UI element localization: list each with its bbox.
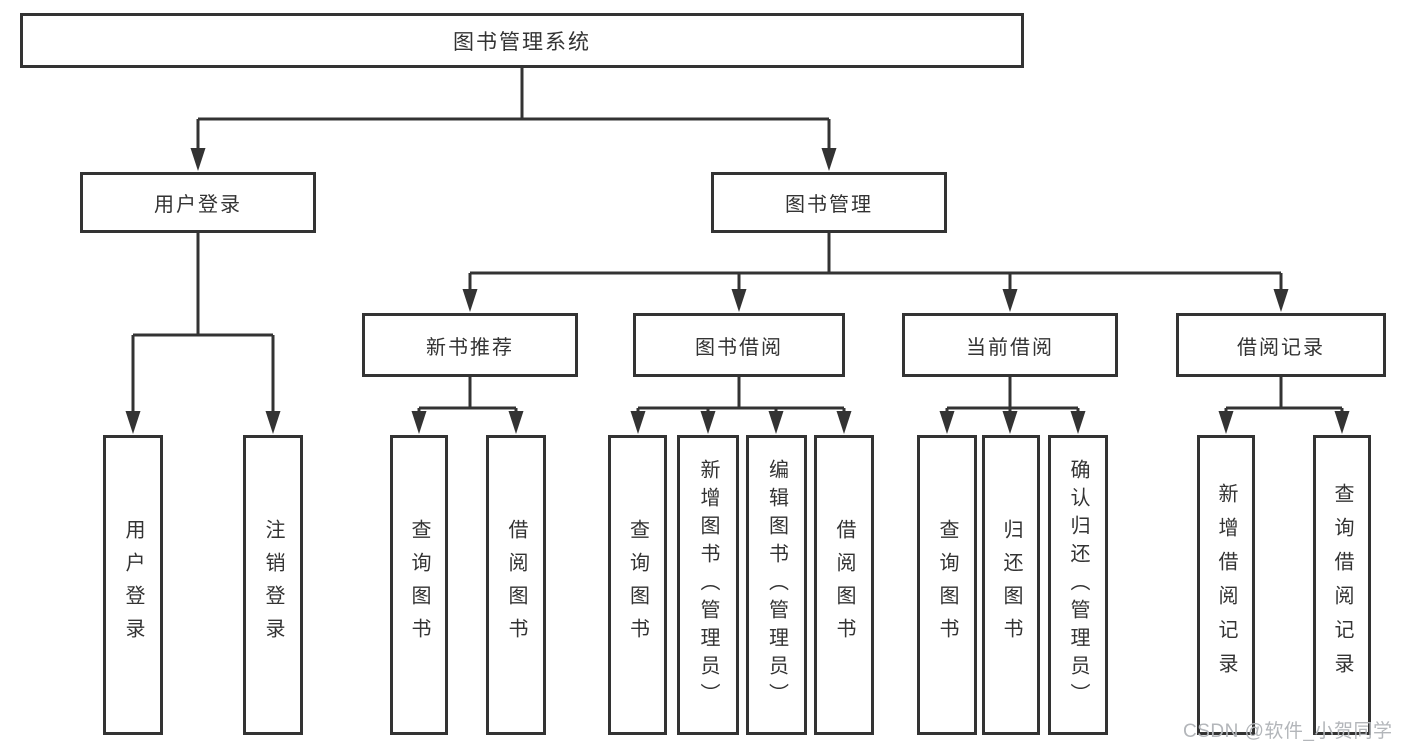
csdn-watermark: CSDN @软件_小贺同学	[1183, 721, 1393, 742]
leaf-add-books-admin: 新增图书（管理员）	[677, 435, 739, 735]
node-user-login: 用户登录	[80, 172, 316, 233]
leaf-borrow-query-books: 查询图书	[608, 435, 667, 735]
node-current-borrowing: 当前借阅	[902, 313, 1118, 377]
leaf-confirm-return-admin: 确认归还（管理员）	[1048, 435, 1108, 735]
leaf-query-borrow-record: 查询借阅记录	[1313, 435, 1371, 735]
node-book-management: 图书管理	[711, 172, 947, 233]
leaf-user-login: 用户登录	[103, 435, 163, 735]
leaf-return-books: 归还图书	[982, 435, 1040, 735]
node-borrowing-records: 借阅记录	[1176, 313, 1386, 377]
node-new-book-recommendation: 新书推荐	[362, 313, 578, 377]
leaf-newbook-query-books: 查询图书	[390, 435, 448, 735]
leaf-edit-books-admin: 编辑图书（管理员）	[746, 435, 807, 735]
leaf-current-query-books: 查询图书	[917, 435, 977, 735]
node-book-borrowing: 图书借阅	[633, 313, 845, 377]
leaf-add-borrow-record: 新增借阅记录	[1197, 435, 1255, 735]
leaf-logout: 注销登录	[243, 435, 303, 735]
leaf-newbook-borrow-books: 借阅图书	[486, 435, 546, 735]
leaf-borrow-books: 借阅图书	[814, 435, 874, 735]
node-library-management-system: 图书管理系统	[20, 13, 1024, 68]
